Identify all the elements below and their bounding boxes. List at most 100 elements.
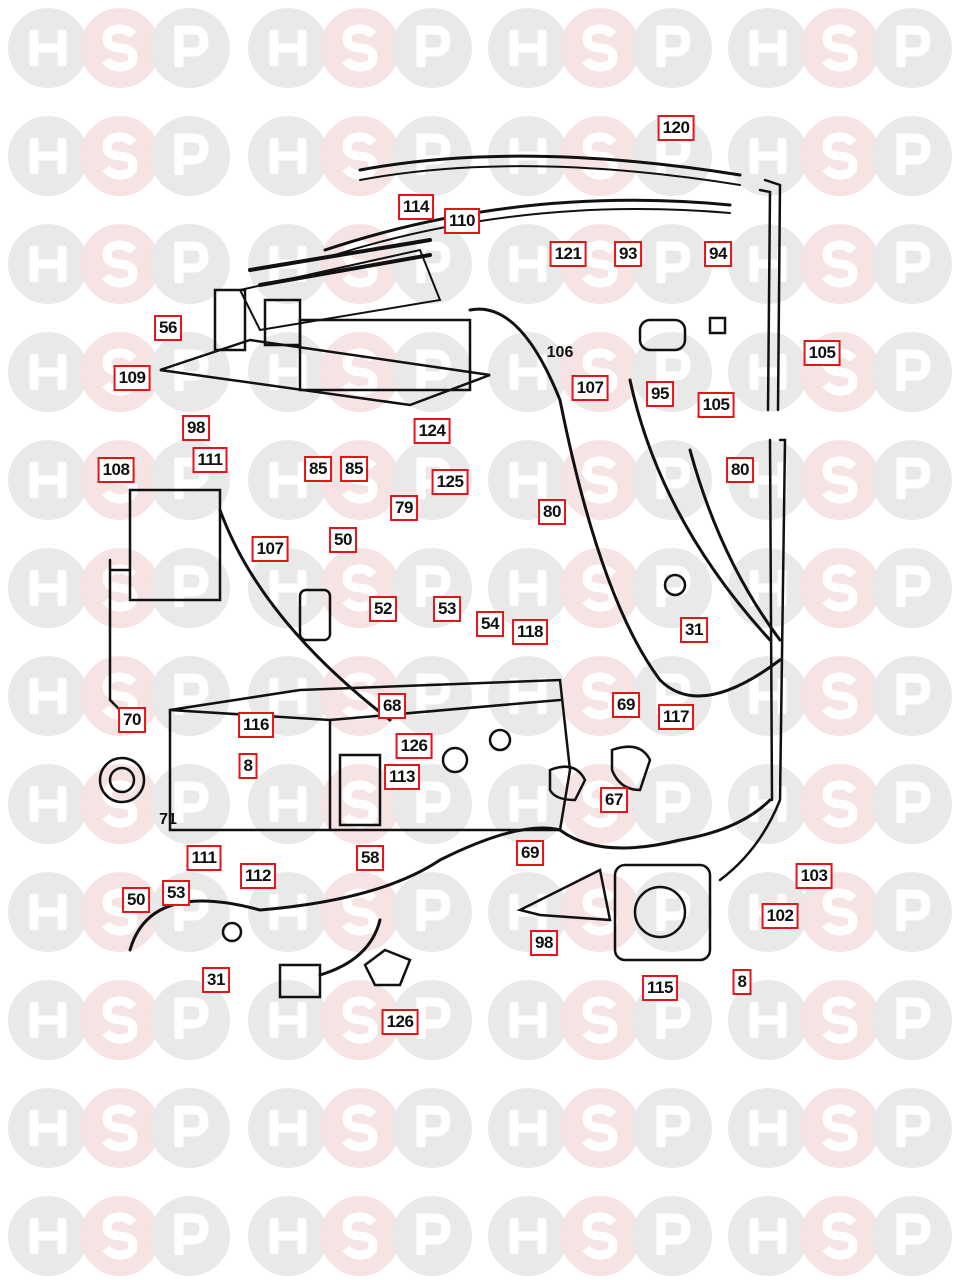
part-callout-112[interactable]: 112 [240, 863, 276, 889]
watermark-letter-shape [822, 672, 858, 720]
watermark-badge [248, 8, 328, 88]
part-callout-107[interactable]: 107 [251, 536, 289, 562]
watermark-letter-shape [509, 678, 547, 714]
watermark-letter-shape [29, 1002, 67, 1038]
part-callout-105[interactable]: 105 [697, 392, 735, 418]
part-callout-69[interactable]: 69 [516, 840, 544, 866]
watermark-badge [80, 224, 160, 304]
part-callout-53[interactable]: 53 [162, 880, 190, 906]
part-callout-56[interactable]: 56 [154, 315, 182, 341]
part-callout-94[interactable]: 94 [704, 241, 732, 267]
watermark-letter-shape [174, 565, 209, 607]
part-callout-116[interactable]: 116 [238, 712, 274, 738]
cable [628, 378, 772, 642]
part-callout-107[interactable]: 107 [571, 375, 609, 401]
watermark-badge [872, 332, 952, 412]
watermark-badge [8, 116, 88, 196]
part-callout-125[interactable]: 125 [431, 469, 469, 495]
part-callout-8[interactable]: 8 [732, 969, 752, 995]
cable [688, 448, 782, 642]
watermark-badge [8, 440, 88, 520]
watermark-letter-shape [102, 24, 138, 72]
part-callout-54[interactable]: 54 [476, 611, 504, 637]
watermark-letter-shape [416, 673, 451, 715]
watermark-letter-shape [509, 30, 547, 66]
part-callout-79[interactable]: 79 [390, 495, 418, 521]
part-callout-109[interactable]: 109 [113, 365, 151, 391]
part-callout-70[interactable]: 70 [118, 707, 146, 733]
part-callout-126[interactable]: 126 [395, 733, 433, 759]
part-callout-111[interactable]: 111 [186, 845, 222, 871]
part-callout-80[interactable]: 80 [726, 457, 754, 483]
watermark-letter-shape [509, 1218, 547, 1254]
watermark-letter-shape [582, 672, 618, 720]
part-callout-124[interactable]: 124 [413, 418, 451, 444]
watermark-letter-shape [896, 565, 931, 607]
gas-valve-bracket [108, 558, 132, 722]
watermark-letter-shape [29, 1218, 67, 1254]
part-callout-102[interactable]: 102 [761, 903, 799, 929]
watermark-letter-shape [416, 889, 451, 931]
watermark-badge [872, 548, 952, 628]
watermark-badge [872, 980, 952, 1060]
part-callout-85[interactable]: 85 [340, 456, 368, 482]
part-callout-121[interactable]: 121 [549, 241, 587, 267]
watermark-badge [872, 1088, 952, 1168]
watermark-badge [632, 1088, 712, 1168]
part-callout-98[interactable]: 98 [530, 930, 558, 956]
tube-120-edge [359, 165, 741, 186]
part-callout-50[interactable]: 50 [122, 887, 150, 913]
watermark-letter-shape [749, 138, 787, 174]
watermark-badge [320, 980, 400, 1060]
part-callout-69[interactable]: 69 [612, 692, 640, 718]
part-callout-108[interactable]: 108 [97, 457, 135, 483]
part-callout-105[interactable]: 105 [803, 340, 841, 366]
part-callout-52[interactable]: 52 [369, 596, 397, 622]
watermark-letter-shape [656, 25, 691, 67]
part-callout-67[interactable]: 67 [600, 787, 628, 813]
watermark-letter-shape [749, 1110, 787, 1146]
part-callout-120[interactable]: 120 [657, 115, 695, 141]
watermark-letter-shape [656, 457, 691, 499]
watermark-badge [800, 8, 880, 88]
watermark-letter-shape [656, 673, 691, 715]
watermark-badge [872, 224, 952, 304]
part-callout-8[interactable]: 8 [238, 753, 258, 779]
part-callout-58[interactable]: 58 [356, 845, 384, 871]
watermark-badge [8, 224, 88, 304]
part-callout-80[interactable]: 80 [538, 499, 566, 525]
part-callout-111[interactable]: 111 [192, 447, 228, 473]
watermark-badge [728, 980, 808, 1060]
watermark-letter-shape [174, 997, 209, 1039]
watermark-letter-shape [269, 30, 307, 66]
part-callout-126[interactable]: 126 [381, 1009, 419, 1035]
part-callout-31[interactable]: 31 [202, 967, 230, 993]
watermark-letter-shape [896, 673, 931, 715]
watermark-badge [320, 1196, 400, 1276]
watermark-letter-shape [269, 1110, 307, 1146]
part-callout-115[interactable]: 115 [642, 975, 678, 1001]
part-callout-31[interactable]: 31 [680, 617, 708, 643]
part-callout-53[interactable]: 53 [433, 596, 461, 622]
part-callout-114[interactable]: 114 [398, 194, 434, 220]
part-callout-93[interactable]: 93 [614, 241, 642, 267]
part-callout-85[interactable]: 85 [304, 456, 332, 482]
watermark-letter-shape [822, 240, 858, 288]
part-callout-98[interactable]: 98 [182, 415, 210, 441]
watermark-badge [560, 980, 640, 1060]
part-callout-118[interactable]: 118 [512, 619, 548, 645]
part-callout-103[interactable]: 103 [795, 863, 833, 889]
part-callout-68[interactable]: 68 [378, 693, 406, 719]
part-callout-113[interactable]: 113 [384, 764, 420, 790]
watermark-badge [150, 8, 230, 88]
watermark-badge [560, 8, 640, 88]
watermark-badge [728, 1088, 808, 1168]
part-callout-95[interactable]: 95 [646, 381, 674, 407]
part-callout-117[interactable]: 117 [658, 704, 694, 730]
part-callout-110[interactable]: 110 [444, 208, 480, 234]
watermark-badge [392, 332, 472, 412]
watermark-letter-shape [29, 30, 67, 66]
part-callout-50[interactable]: 50 [329, 527, 357, 553]
watermark-badge [800, 224, 880, 304]
